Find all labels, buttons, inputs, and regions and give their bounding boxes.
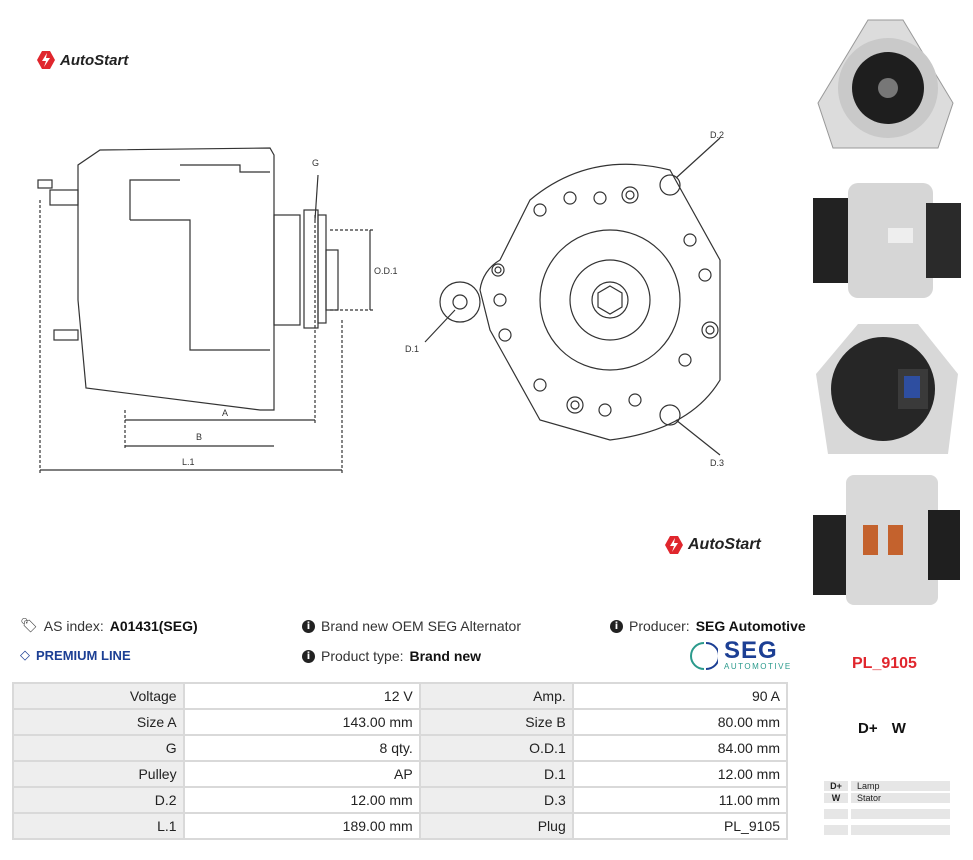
seg-automotive-logo: SEG AUTOMOTIVE <box>690 637 792 671</box>
dim-l1-label: L.1 <box>182 457 195 467</box>
dim-a-label: A <box>222 408 228 418</box>
dim-d3-label: D.3 <box>710 458 724 468</box>
spec-label: Plug <box>418 812 574 840</box>
product-description: i Brand new OEM SEG Alternator <box>302 618 521 634</box>
spec-value: 189.00 mm <box>182 812 421 840</box>
spec-value: 12 V <box>182 682 421 710</box>
seg-logo-sub: AUTOMOTIVE <box>724 662 792 671</box>
spec-value: 8 qty. <box>182 734 421 762</box>
autostart-logo-icon <box>665 536 683 554</box>
autostart-logo-text: AutoStart <box>60 51 129 69</box>
seg-logo-main: SEG <box>724 637 778 664</box>
legend-row <box>824 825 950 835</box>
product-type-value: Brand new <box>409 648 482 664</box>
autostart-logo-text: AutoStart <box>688 536 761 553</box>
alternator-photo-side <box>813 183 961 298</box>
terminal-labels: D+ W <box>858 720 906 737</box>
seg-logo-icon <box>690 641 718 670</box>
alternator-technical-drawing: G O.D.1 A B L.1 D.1 D.2 D.3 <box>37 130 724 474</box>
spec-label: Voltage <box>12 682 185 710</box>
spec-value: 80.00 mm <box>571 708 789 736</box>
plug-code: PL_9105 <box>852 655 917 672</box>
legend-key <box>824 825 848 835</box>
spec-label: Size B <box>418 708 574 736</box>
spec-label: O.D.1 <box>418 734 574 762</box>
legend-value <box>851 809 950 819</box>
legend-row <box>824 809 950 819</box>
spec-value: 90 A <box>571 682 789 710</box>
producer-value: SEG Automotive <box>695 618 806 634</box>
product-type-label: Product type: <box>321 648 404 664</box>
legend-key: D+ <box>824 781 848 791</box>
alternator-photo-pulley-side <box>813 475 960 605</box>
spec-value: 84.00 mm <box>571 734 789 762</box>
legend-value: Stator <box>851 793 950 803</box>
legend-key: W <box>824 793 848 803</box>
legend-row: D+Lamp <box>824 781 950 791</box>
alternator-photo-rear <box>816 324 958 454</box>
premium-line-label: PREMIUM LINE <box>36 648 131 663</box>
premium-line-badge: ◇ PREMIUM LINE <box>20 648 131 663</box>
dim-d1-label: D.1 <box>405 344 419 354</box>
dim-od1-label: O.D.1 <box>374 266 398 276</box>
legend-key <box>824 809 848 819</box>
dim-d2-label: D.2 <box>710 130 724 140</box>
autostart-logo: AutoStart <box>36 50 128 70</box>
autostart-logo-icon <box>37 51 55 69</box>
spec-value: 12.00 mm <box>571 760 789 788</box>
dim-b-label: B <box>196 432 202 442</box>
spec-label: D.2 <box>12 786 185 814</box>
spec-value: 12.00 mm <box>182 786 421 814</box>
as-index-value: A01431(SEG) <box>109 618 198 634</box>
spec-label: Amp. <box>418 682 574 710</box>
dim-g-label: G <box>312 158 319 168</box>
spec-value: PL_9105 <box>571 812 789 840</box>
as-index: 🏷 AS index: A01431(SEG) <box>20 618 198 634</box>
info-icon: i <box>302 619 315 633</box>
product-description-text: Brand new OEM SEG Alternator <box>321 618 521 634</box>
legend-value <box>851 825 950 835</box>
producer-label: Producer: <box>629 618 690 634</box>
spec-label: Size A <box>12 708 185 736</box>
diamond-icon: ◇ <box>20 648 30 663</box>
spec-value: 11.00 mm <box>571 786 789 814</box>
spec-label: Pulley <box>12 760 185 788</box>
product-type: i Product type: Brand new <box>302 648 481 664</box>
info-icon: i <box>610 619 623 633</box>
legend-value: Lamp <box>851 781 950 791</box>
spec-label: L.1 <box>12 812 185 840</box>
spec-label: D.1 <box>418 760 574 788</box>
spec-value: AP <box>182 760 421 788</box>
spec-label: D.3 <box>418 786 574 814</box>
tag-icon: 🏷 <box>20 618 38 634</box>
spec-label: G <box>12 734 185 762</box>
alternator-photo-front <box>817 19 954 149</box>
spec-value: 143.00 mm <box>182 708 421 736</box>
producer: i Producer: SEG Automotive <box>610 618 806 634</box>
as-index-label: AS index: <box>43 618 104 634</box>
info-icon: i <box>302 649 315 663</box>
autostart-logo-secondary: AutoStart <box>664 535 761 555</box>
